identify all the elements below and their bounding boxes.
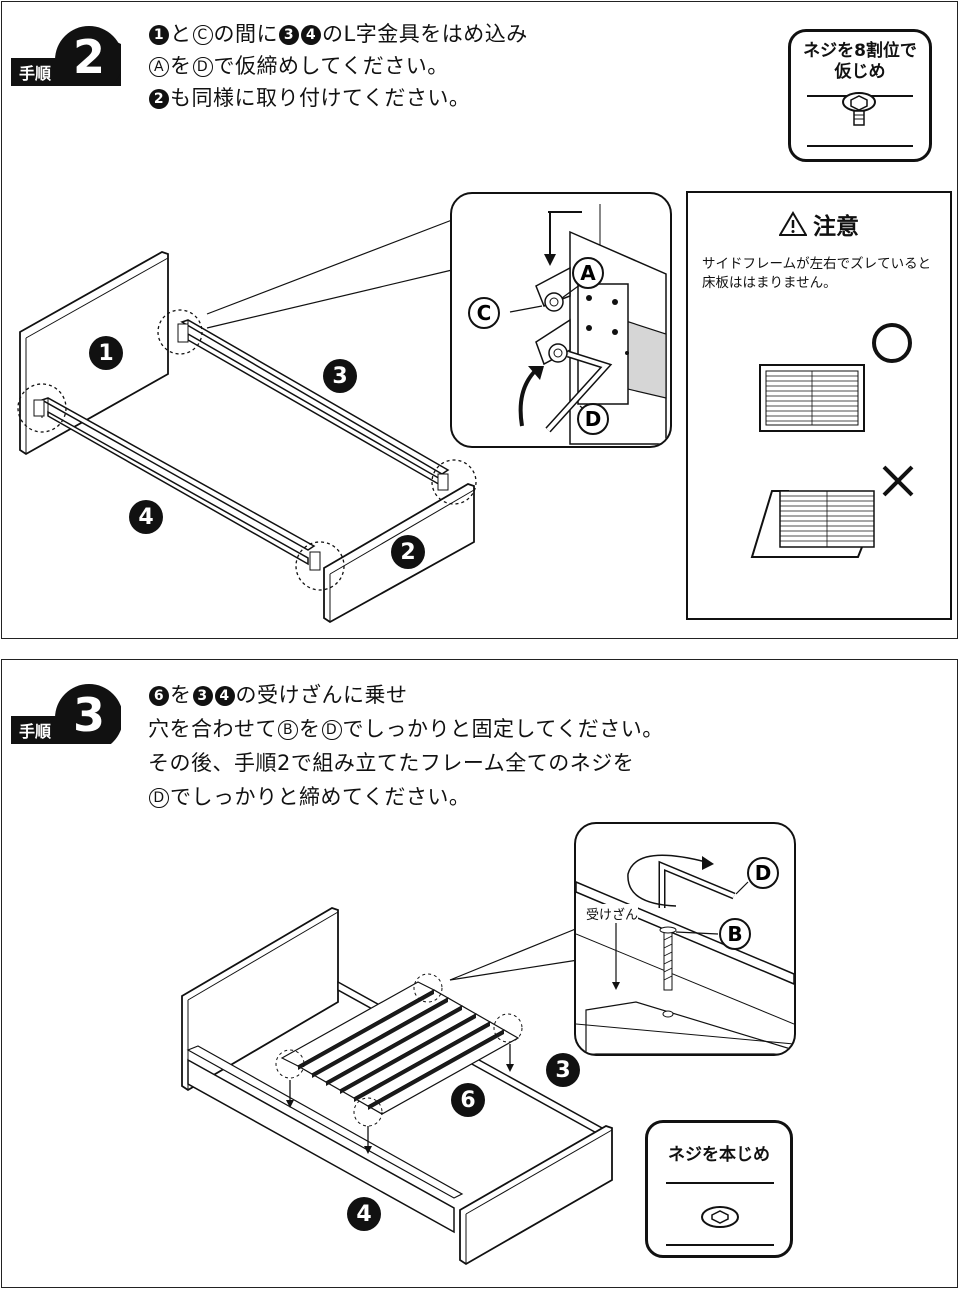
svg-text:D: D <box>585 407 602 431</box>
warning-icon <box>778 211 808 243</box>
part-number-filled: 4 <box>214 686 235 706</box>
step3-instruction-line: その後、手順2で組み立てたフレーム全てのネジを <box>148 746 664 780</box>
svg-text:4: 4 <box>138 505 153 530</box>
step2-badge: 手順 2 <box>11 24 123 94</box>
hardware-letter-outline: D <box>321 720 342 740</box>
svg-text:3: 3 <box>555 1058 570 1083</box>
svg-text:6: 6 <box>460 1088 475 1113</box>
screw-tighten-full-box: ネジを本じめ <box>645 1120 793 1258</box>
hardware-letter-outline: C <box>192 25 213 45</box>
caution-text-line1: サイドフレームが左右でズレていると <box>702 256 932 272</box>
callout-label-b: B <box>719 918 751 950</box>
part-number-filled: 1 <box>149 25 169 45</box>
instruction-text: の間に <box>213 22 278 46</box>
svg-text:3: 3 <box>332 364 347 389</box>
callout-label-d: D <box>577 403 609 435</box>
part-label-2: 2 <box>391 535 425 569</box>
callout-label-a: A <box>572 257 604 289</box>
part-number-filled: 3 <box>192 686 213 706</box>
caution-text: サイドフレームが左右でズレていると 床板ははまりません。 <box>702 255 952 293</box>
part-number-filled: 4 <box>301 25 321 45</box>
instruction-text: でしっかりと締めてください。 <box>170 785 471 809</box>
instruction-text: のL字金具をはめ込み <box>322 22 528 46</box>
screw-box-line1: ネジを8割位で <box>803 41 917 61</box>
step3-badge: 手順 3 <box>11 682 123 752</box>
instruction-text: の受けざんに乗せ <box>235 683 408 707</box>
part-label-4-step3: 4 <box>347 1197 381 1231</box>
hardware-letter-outline: B <box>278 720 298 740</box>
instruction-text: その後、手順2で組み立てたフレーム全てのネジを <box>148 751 635 775</box>
step3-badge-number: 3 <box>73 688 106 742</box>
part-label-3-step3: 3 <box>546 1053 580 1087</box>
svg-text:A: A <box>580 261 596 285</box>
svg-text:1: 1 <box>98 341 113 366</box>
part-number-filled: 6 <box>149 686 169 706</box>
caution-box: 注意 サイドフレームが左右でズレていると 床板ははまりません。 <box>686 191 952 620</box>
svg-text:D: D <box>755 861 772 885</box>
step2-detail-callout <box>450 192 672 448</box>
instruction-text: を <box>170 54 192 78</box>
step3-bed-diagram <box>181 907 613 1266</box>
instruction-text: 穴を合わせて <box>148 717 277 741</box>
svg-text:4: 4 <box>356 1202 371 1227</box>
ng-mark-icon <box>882 465 914 497</box>
step2-badge-number: 2 <box>73 30 106 84</box>
hardware-letter-outline: D <box>149 788 169 808</box>
hardware-letter-outline: A <box>149 57 169 77</box>
part-label-3: 3 <box>323 359 357 393</box>
instruction-text: を <box>170 683 192 707</box>
step2-badge-prefix: 手順 <box>19 64 52 83</box>
caution-title: 注意 <box>688 207 950 243</box>
slat-alignment-diagram <box>750 323 914 558</box>
svg-text:B: B <box>727 922 742 946</box>
instruction-text: で仮締めしてください。 <box>213 54 449 78</box>
part-label-6: 6 <box>451 1083 485 1117</box>
part-number-filled: 2 <box>149 89 169 109</box>
part-label-1: 1 <box>89 336 123 370</box>
caution-title-text: 注意 <box>813 214 859 240</box>
ok-mark-icon <box>872 323 912 363</box>
callout-label-c: C <box>468 297 500 329</box>
instruction-text: を <box>299 717 321 741</box>
part-number-filled: 3 <box>279 25 299 45</box>
screw-box3-line1: ネジを本じめ <box>668 1145 770 1165</box>
svg-text:C: C <box>477 301 492 325</box>
svg-text:2: 2 <box>400 540 415 565</box>
part-label-4: 4 <box>129 500 163 534</box>
instruction-text: と <box>170 22 192 46</box>
hardware-letter-outline: D <box>192 57 213 77</box>
screw-box-line2: 仮じめ <box>834 62 886 82</box>
instruction-text: も同様に取り付けてください。 <box>170 86 471 110</box>
callout-label-ukezan: 受けざん <box>586 904 639 923</box>
instruction-text: でしっかりと固定してください。 <box>342 717 664 741</box>
half-screw-icon <box>807 92 913 147</box>
screw-tighten-80-box: ネジを8割位で 仮じめ <box>788 29 932 162</box>
step3-badge-prefix: 手順 <box>19 722 52 741</box>
caution-text-line2: 床板ははまりません。 <box>702 275 837 291</box>
callout-label-d-step3: D <box>747 857 779 889</box>
flush-screw-icon <box>666 1182 774 1246</box>
